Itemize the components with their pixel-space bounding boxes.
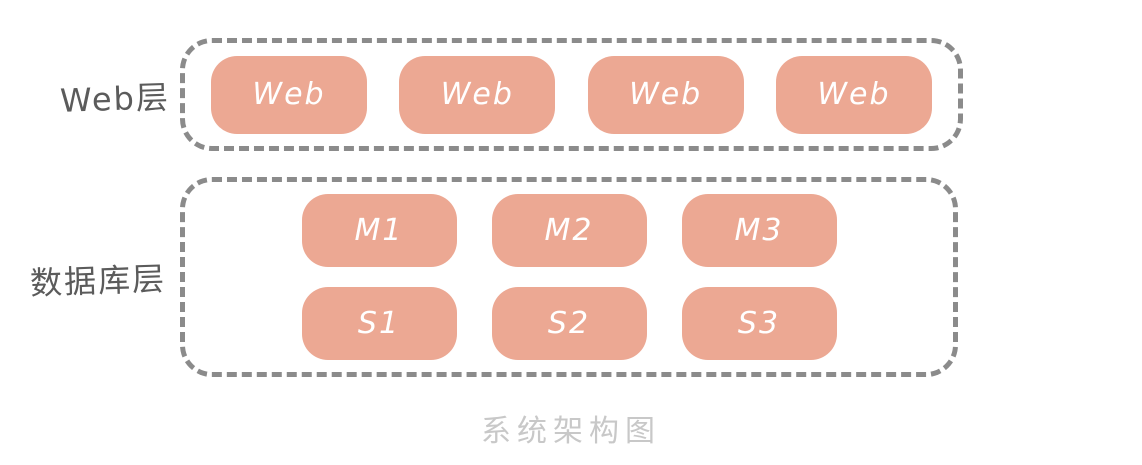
web-layer-container: Web Web Web Web	[180, 38, 963, 151]
db-layer-label: 数据库层	[29, 259, 167, 303]
web-layer-label: Web层	[59, 78, 171, 120]
db-slave-node-s3: S3	[681, 287, 837, 360]
diagram-title: 系统架构图	[481, 414, 661, 449]
db-slave-row: S1 S2 S3	[185, 287, 953, 360]
web-node-4: Web	[775, 55, 932, 134]
db-slave-node-s2: S2	[491, 287, 647, 360]
db-master-node-m2: M2	[491, 194, 647, 267]
db-layer-container: M1 M2 M3 S1 S2 S3	[180, 177, 958, 377]
web-node-2: Web	[399, 55, 556, 134]
db-master-node-m3: M3	[681, 194, 837, 267]
db-slave-node-s1: S1	[301, 287, 457, 360]
web-node-3: Web	[587, 55, 744, 134]
db-master-node-m1: M1	[301, 194, 457, 267]
db-master-row: M1 M2 M3	[185, 194, 953, 267]
web-node-1: Web	[211, 55, 367, 134]
